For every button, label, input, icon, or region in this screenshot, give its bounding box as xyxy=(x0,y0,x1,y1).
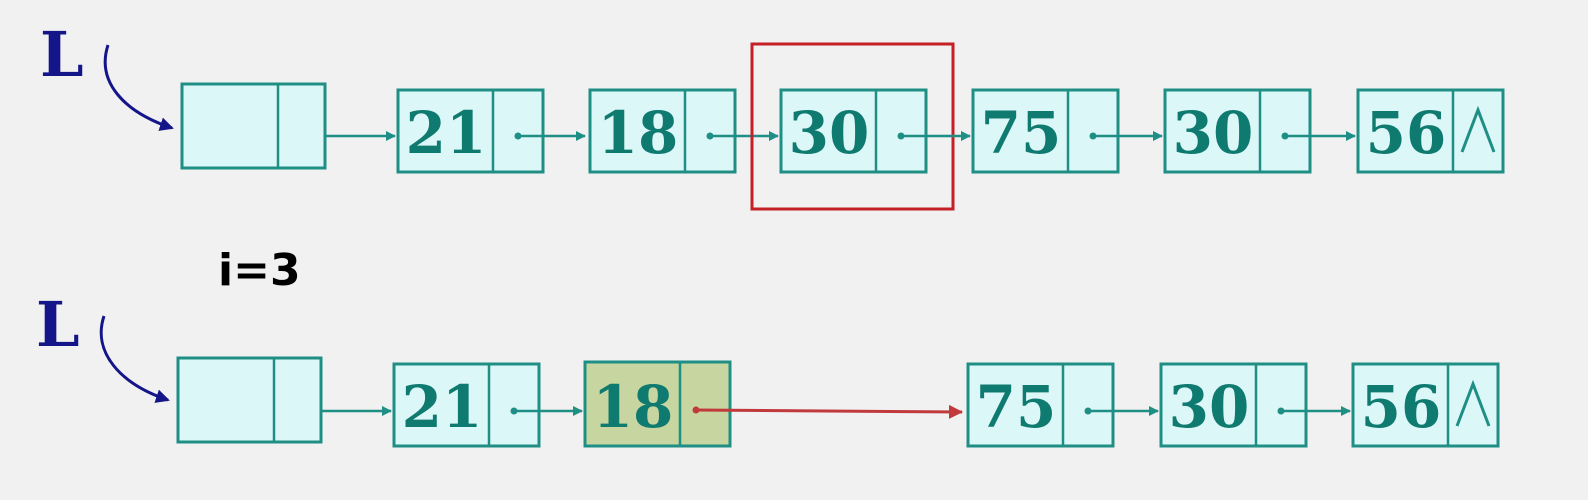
pointer-label-L: L xyxy=(36,288,80,361)
step-label: i=3 xyxy=(218,245,301,296)
node-value: 30 xyxy=(1169,373,1250,441)
node-value: 30 xyxy=(789,99,870,167)
bypass-link-arrow xyxy=(695,404,963,419)
head-pointer-arrow xyxy=(99,315,170,403)
list-node: 18 xyxy=(588,88,737,174)
list-node: 75 xyxy=(966,362,1115,448)
node-value: 21 xyxy=(402,373,483,441)
node-value: 56 xyxy=(1366,99,1447,167)
node-value: 75 xyxy=(976,373,1057,441)
list-node-highlighted: 18 xyxy=(583,360,732,448)
list-row-2: L 21 18 75 xyxy=(36,288,1500,448)
list-node: 21 xyxy=(396,88,545,174)
node-value: 75 xyxy=(981,99,1062,167)
node-value: 30 xyxy=(1173,99,1254,167)
list-node-tail: 56 xyxy=(1356,88,1505,174)
list-node: 21 xyxy=(392,362,541,448)
null-pointer-icon xyxy=(1455,379,1491,427)
head-node xyxy=(176,356,323,444)
head-pointer-arrow xyxy=(103,44,174,131)
node-value: 56 xyxy=(1361,373,1442,441)
list-node: 75 xyxy=(971,88,1120,174)
node-value: 18 xyxy=(598,99,679,167)
null-pointer-icon xyxy=(1460,105,1496,153)
selection-box xyxy=(750,42,955,211)
list-node: 30 xyxy=(1163,88,1312,174)
pointer-label-L: L xyxy=(40,18,84,91)
list-row-1: L 21 18 30 xyxy=(40,18,1505,211)
node-value: 21 xyxy=(406,99,487,167)
list-node-selected: 30 xyxy=(779,88,928,174)
node-value: 18 xyxy=(593,373,674,441)
list-node-tail: 56 xyxy=(1351,362,1500,448)
list-node: 30 xyxy=(1159,362,1308,448)
head-node xyxy=(180,82,327,170)
